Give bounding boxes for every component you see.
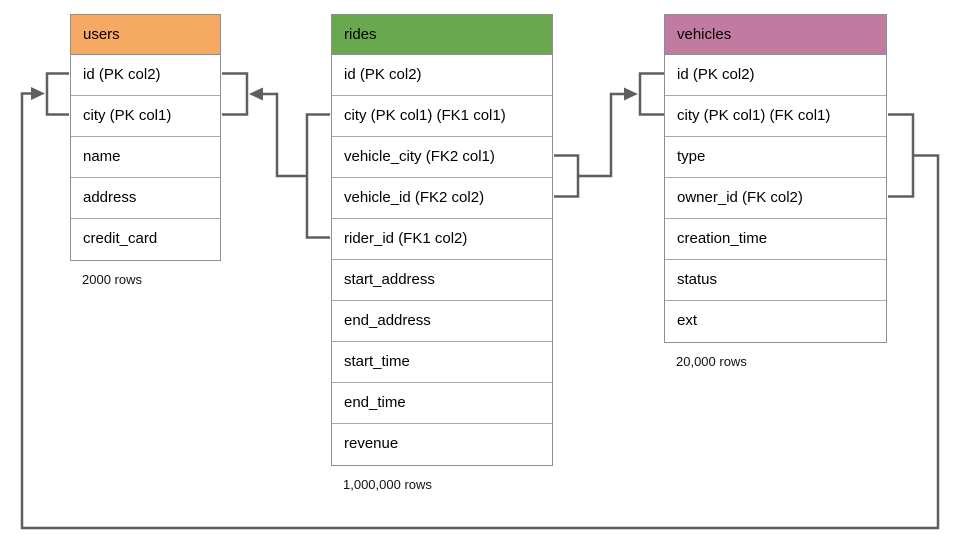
table-vehicles-box: vehicles id (PK col2)city (PK col1) (FK …: [664, 14, 887, 343]
column-row: id (PK col2): [332, 55, 552, 96]
elbow: [275, 92, 307, 178]
column-row: id (PK col2): [71, 55, 220, 96]
column-row: name: [71, 137, 220, 178]
users-left-bracket: [45, 72, 69, 116]
vehicles-left-bracket: [638, 72, 665, 116]
column-row: type: [665, 137, 886, 178]
connector-rides-to-vehicles: [554, 72, 665, 198]
table-rides-header: rides: [332, 15, 552, 55]
column-row: city (PK col1): [71, 96, 220, 137]
table-rides-rowcount: 1,000,000 rows: [343, 477, 432, 492]
column-row: creation_time: [665, 219, 886, 260]
column-row: start_address: [332, 260, 552, 301]
column-row: vehicle_city (FK2 col1): [332, 137, 552, 178]
table-vehicles-header: vehicles: [665, 15, 886, 55]
column-row: start_time: [332, 342, 552, 383]
column-row: city (PK col1) (FK col1): [665, 96, 886, 137]
arrowhead-to-users: [249, 87, 263, 101]
column-row: id (PK col2): [665, 55, 886, 96]
table-rides-box: rides id (PK col2)city (PK col1) (FK1 co…: [331, 14, 553, 466]
arrowhead-to-vehicles: [624, 87, 638, 101]
table-rides: rides id (PK col2)city (PK col1) (FK1 co…: [331, 14, 553, 492]
arrowhead-to-users: [31, 87, 45, 100]
table-rides-columns: id (PK col2)city (PK col1) (FK1 col1)veh…: [332, 55, 552, 465]
column-row: city (PK col1) (FK1 col1): [332, 96, 552, 137]
column-row: status: [665, 260, 886, 301]
users-right-bracket: [222, 72, 249, 116]
column-row: rider_id (FK1 col2): [332, 219, 552, 260]
column-row: ext: [665, 301, 886, 342]
column-row: end_address: [332, 301, 552, 342]
column-row: vehicle_id (FK2 col2): [332, 178, 552, 219]
column-row: revenue: [332, 424, 552, 465]
connector-rides-to-users: [222, 72, 330, 239]
column-row: credit_card: [71, 219, 220, 260]
rides-left-bracket: [305, 113, 330, 239]
connector-vehicles-to-users: [20, 72, 940, 530]
vehicles-right-bracket: [888, 113, 915, 198]
elbow: [578, 92, 624, 178]
table-vehicles-columns: id (PK col2)city (PK col1) (FK col1)type…: [665, 55, 886, 342]
table-vehicles: vehicles id (PK col2)city (PK col1) (FK …: [664, 14, 887, 369]
table-users-rowcount: 2000 rows: [82, 272, 142, 287]
column-row: end_time: [332, 383, 552, 424]
long-loop: [20, 92, 940, 530]
table-vehicles-rowcount: 20,000 rows: [676, 354, 747, 369]
table-users-header: users: [71, 15, 220, 55]
column-row: owner_id (FK col2): [665, 178, 886, 219]
column-row: address: [71, 178, 220, 219]
rides-right-bracket: [554, 154, 580, 198]
